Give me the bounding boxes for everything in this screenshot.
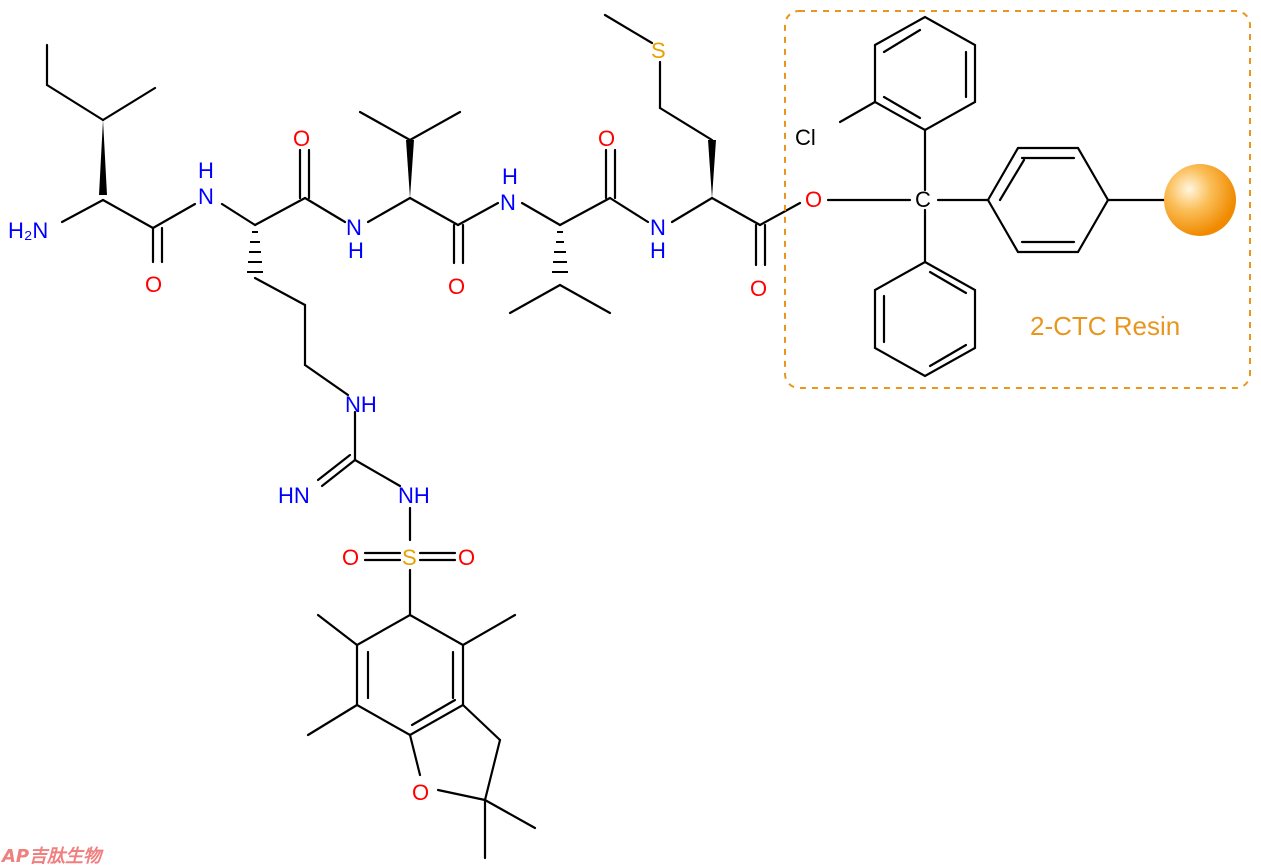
chlorine-label: Cl bbox=[795, 125, 816, 150]
resin-dashed-box bbox=[784, 10, 1251, 389]
carbonyl-o-label-1: O bbox=[145, 272, 162, 297]
atom-labels: H₂N H N O O N H O H N O N H O O C S Cl N… bbox=[8, 38, 931, 805]
amide-n-label-3: N bbox=[500, 190, 516, 215]
amide-n-label-2: N bbox=[346, 215, 362, 240]
thioether-s-label: S bbox=[651, 38, 666, 63]
trityl-carbon-label: C bbox=[915, 187, 931, 212]
methionine-residue bbox=[603, 13, 802, 267]
carbonyl-o-label-5: O bbox=[750, 276, 767, 301]
watermark-logo: AP吉肽生物 bbox=[0, 846, 104, 867]
guanidine-nh-label-2: NH bbox=[398, 483, 430, 508]
resin-bead-icon bbox=[1164, 164, 1236, 236]
amide-h-label-4: H bbox=[650, 238, 666, 263]
amide-h-label-3: H bbox=[502, 164, 518, 189]
sulfonyl-o-label-left: O bbox=[342, 545, 359, 570]
amide-h-label-1: H bbox=[198, 158, 214, 183]
arginine-residue bbox=[220, 148, 457, 617]
guanidine-nh-label-1: NH bbox=[345, 392, 377, 417]
amide-n-label-4: N bbox=[650, 215, 666, 240]
amide-h-label-2: H bbox=[348, 238, 364, 263]
carbonyl-o-label-3: O bbox=[448, 274, 465, 299]
amide-n-label-1: N bbox=[198, 184, 214, 209]
pbf-protecting-group bbox=[306, 613, 537, 860]
carbonyl-o-label-2: O bbox=[293, 126, 310, 151]
isoleucine-residue bbox=[45, 43, 197, 264]
carbonyl-o-label-4: O bbox=[598, 126, 615, 151]
ctc-resin-group bbox=[784, 10, 1251, 389]
sulfonyl-s-label: S bbox=[402, 545, 417, 570]
resin-label: 2-CTC Resin bbox=[1030, 311, 1180, 341]
valine-residue-1 bbox=[358, 110, 500, 265]
ester-o-label: O bbox=[805, 187, 822, 212]
amine-label: H₂N bbox=[8, 218, 48, 243]
furan-o-label: O bbox=[412, 780, 429, 805]
sulfonyl-o-label-right: O bbox=[458, 545, 475, 570]
guanidine-hn-label: HN bbox=[278, 483, 310, 508]
valine-residue-2 bbox=[508, 148, 650, 315]
